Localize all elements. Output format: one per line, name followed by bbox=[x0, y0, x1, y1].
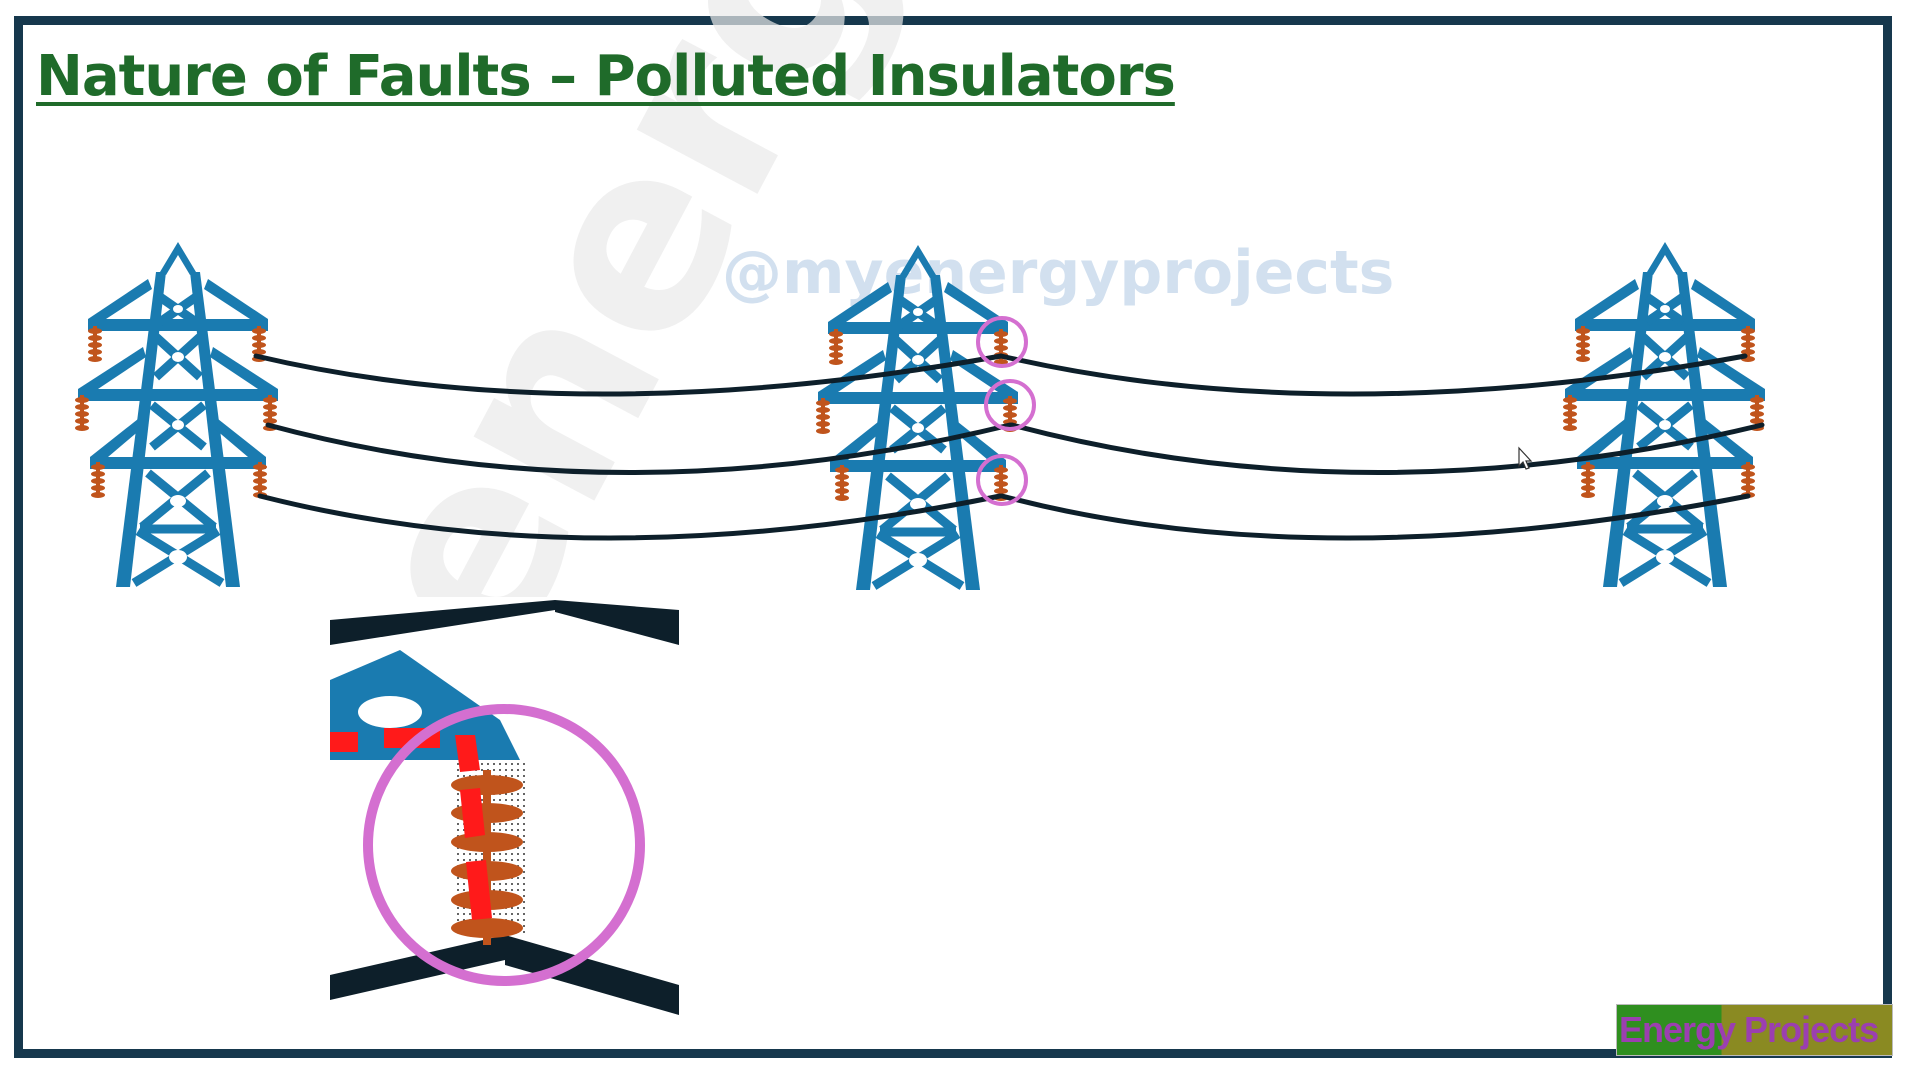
slide-title: Nature of Faults – Polluted Insulators bbox=[36, 44, 1176, 109]
tower-right bbox=[1565, 242, 1765, 587]
polluted-insulator-highlights bbox=[976, 316, 1036, 506]
tower-left bbox=[78, 242, 278, 587]
watermark-handle: @myenergyprojects bbox=[722, 238, 1395, 308]
energy-projects-logo: Energy Projects bbox=[1616, 1004, 1893, 1056]
conductors bbox=[253, 353, 1765, 541]
cursor-icon bbox=[1518, 446, 1533, 470]
logo-text: Energy Projects bbox=[1619, 1009, 1879, 1050]
zoom-inset bbox=[330, 597, 679, 1020]
